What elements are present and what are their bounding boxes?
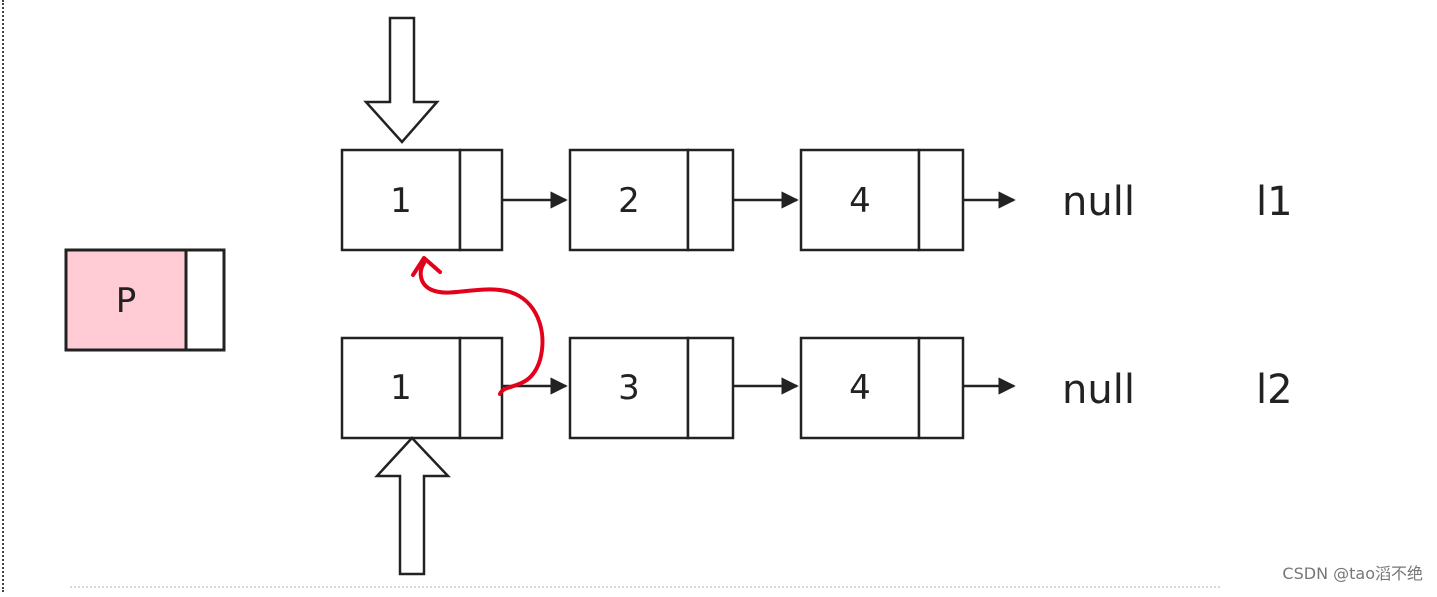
list2-node-1: 1 (340, 336, 504, 440)
list2-node-2-next-cell (686, 336, 735, 440)
red-redirect-link (418, 261, 545, 396)
list1-node-1-next-cell (458, 148, 504, 252)
list2-node-3-value: 4 (849, 368, 871, 408)
list1-null-label: null (1062, 179, 1135, 225)
list1-node-2-value-cell (568, 148, 690, 252)
pointer-p-label: P (116, 281, 137, 321)
list1-node-1-value-cell (340, 148, 462, 252)
list2-node-2-value-cell (568, 336, 690, 440)
down-pointer-arrow-icon (363, 16, 440, 144)
list2-node-1-value: 1 (390, 368, 412, 408)
list1-node-3-next-cell (917, 148, 965, 252)
red-redirect-arrowhead-icon (411, 256, 442, 277)
list2-node-2: 3 (568, 336, 735, 440)
list1-node-2-next-cell (686, 148, 735, 252)
list2-node-1-value-cell (340, 336, 462, 440)
list1-node-3: 4 (799, 148, 965, 252)
list1-node-1: 1 (340, 148, 504, 252)
list1-node-3-value: 4 (849, 181, 871, 221)
pointer-p-node: P (64, 248, 226, 352)
list2-node-1-next-cell (458, 336, 504, 440)
bottom-dotted-line (70, 586, 1220, 591)
pointer-p-value-cell (64, 248, 188, 352)
list1-name-label: l1 (1256, 179, 1293, 225)
list2-name-label: l2 (1256, 367, 1293, 413)
list2-node-3: 4 (799, 336, 965, 440)
list1-node-2-value: 2 (618, 181, 640, 221)
up-pointer-arrow-icon (374, 436, 451, 576)
list2-null-label: null (1062, 367, 1135, 413)
list1-node-1-value: 1 (390, 181, 412, 221)
pointer-p-next-cell (184, 248, 226, 352)
list1-node-2: 2 (568, 148, 735, 252)
list2-node-3-next-cell (917, 336, 965, 440)
watermark: CSDN @tao滔不绝 (1282, 564, 1423, 583)
left-dotted-border (2, 0, 7, 592)
list2-node-2-value: 3 (618, 368, 640, 408)
